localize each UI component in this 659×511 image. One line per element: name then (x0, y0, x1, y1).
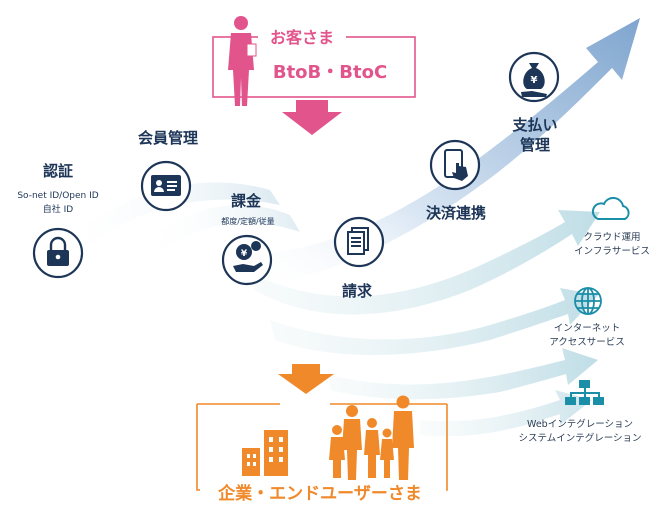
customer-models: BtoB・BtoC (273, 62, 387, 83)
enterprise-block: 企業・エンドユーザーさま (196, 364, 448, 504)
document-icon (347, 227, 369, 255)
svg-text:¥: ¥ (241, 249, 248, 259)
id-card-icon (151, 175, 181, 196)
smartphone-touch-icon (444, 149, 468, 181)
billing-title: 課金 (231, 192, 262, 210)
customer-title-gap (258, 30, 346, 46)
enterprise-title: 企業・エンドユーザーさま (217, 483, 422, 504)
globe-icon (574, 287, 602, 315)
auth-sub2: 自社 ID (43, 203, 74, 215)
settlement-circle (429, 139, 481, 191)
network-hierarchy-icon (565, 380, 604, 405)
coin-hand-icon: ¥ (233, 241, 263, 272)
payment-title-1: 支払い (511, 116, 557, 134)
orange-down-arrow (278, 364, 334, 394)
payment-title-2: 管理 (520, 136, 550, 154)
settlement-title: 決済連携 (426, 204, 486, 222)
svg-text:¥: ¥ (531, 75, 538, 86)
enterprise-title-gap (200, 480, 446, 504)
service-internet: インターネット アクセスサービス (549, 287, 625, 348)
step-payment: ¥ 支払い 管理 (508, 51, 560, 154)
money-bag-icon: ¥ (521, 63, 547, 97)
step-billing: 課金 都度/定額/従量 ¥ (221, 192, 275, 286)
buildings-icon (242, 430, 288, 476)
service-integration-line1: Webインテグレーション (527, 418, 633, 430)
auth-title: 認証 (43, 162, 73, 180)
lock-icon (47, 236, 69, 266)
service-internet-line2: アクセスサービス (549, 337, 625, 348)
step-invoice: 請求 (333, 216, 385, 300)
billing-sub: 都度/定額/従量 (221, 216, 274, 226)
step-settlement: 決済連携 (426, 139, 486, 222)
step-auth: 認証 So-net ID/Open ID 自社 ID (17, 162, 99, 279)
pink-down-arrow (282, 100, 342, 135)
member-title: 会員管理 (138, 129, 198, 147)
service-cloud-line2: インフラサービス (574, 246, 650, 257)
cloud-icon (591, 196, 630, 220)
service-cloud-line1: クラウド運用 (583, 232, 640, 243)
businessman-icon (228, 16, 257, 106)
auth-sub1: So-net ID/Open ID (17, 191, 98, 201)
customer-title: お客さま (270, 28, 334, 47)
service-integration: Webインテグレーション システムインテグレーション (518, 380, 642, 444)
step-member: 会員管理 (138, 129, 198, 212)
invoice-title: 請求 (342, 282, 373, 300)
service-integration-line2: システムインテグレーション (518, 432, 641, 444)
billing-circle (221, 234, 273, 286)
service-internet-line1: インターネット (554, 323, 621, 334)
customer-block: お客さま BtoB・BtoC (212, 16, 416, 135)
people-group-icon (329, 395, 414, 480)
service-cloud: クラウド運用 インフラサービス (574, 196, 650, 257)
